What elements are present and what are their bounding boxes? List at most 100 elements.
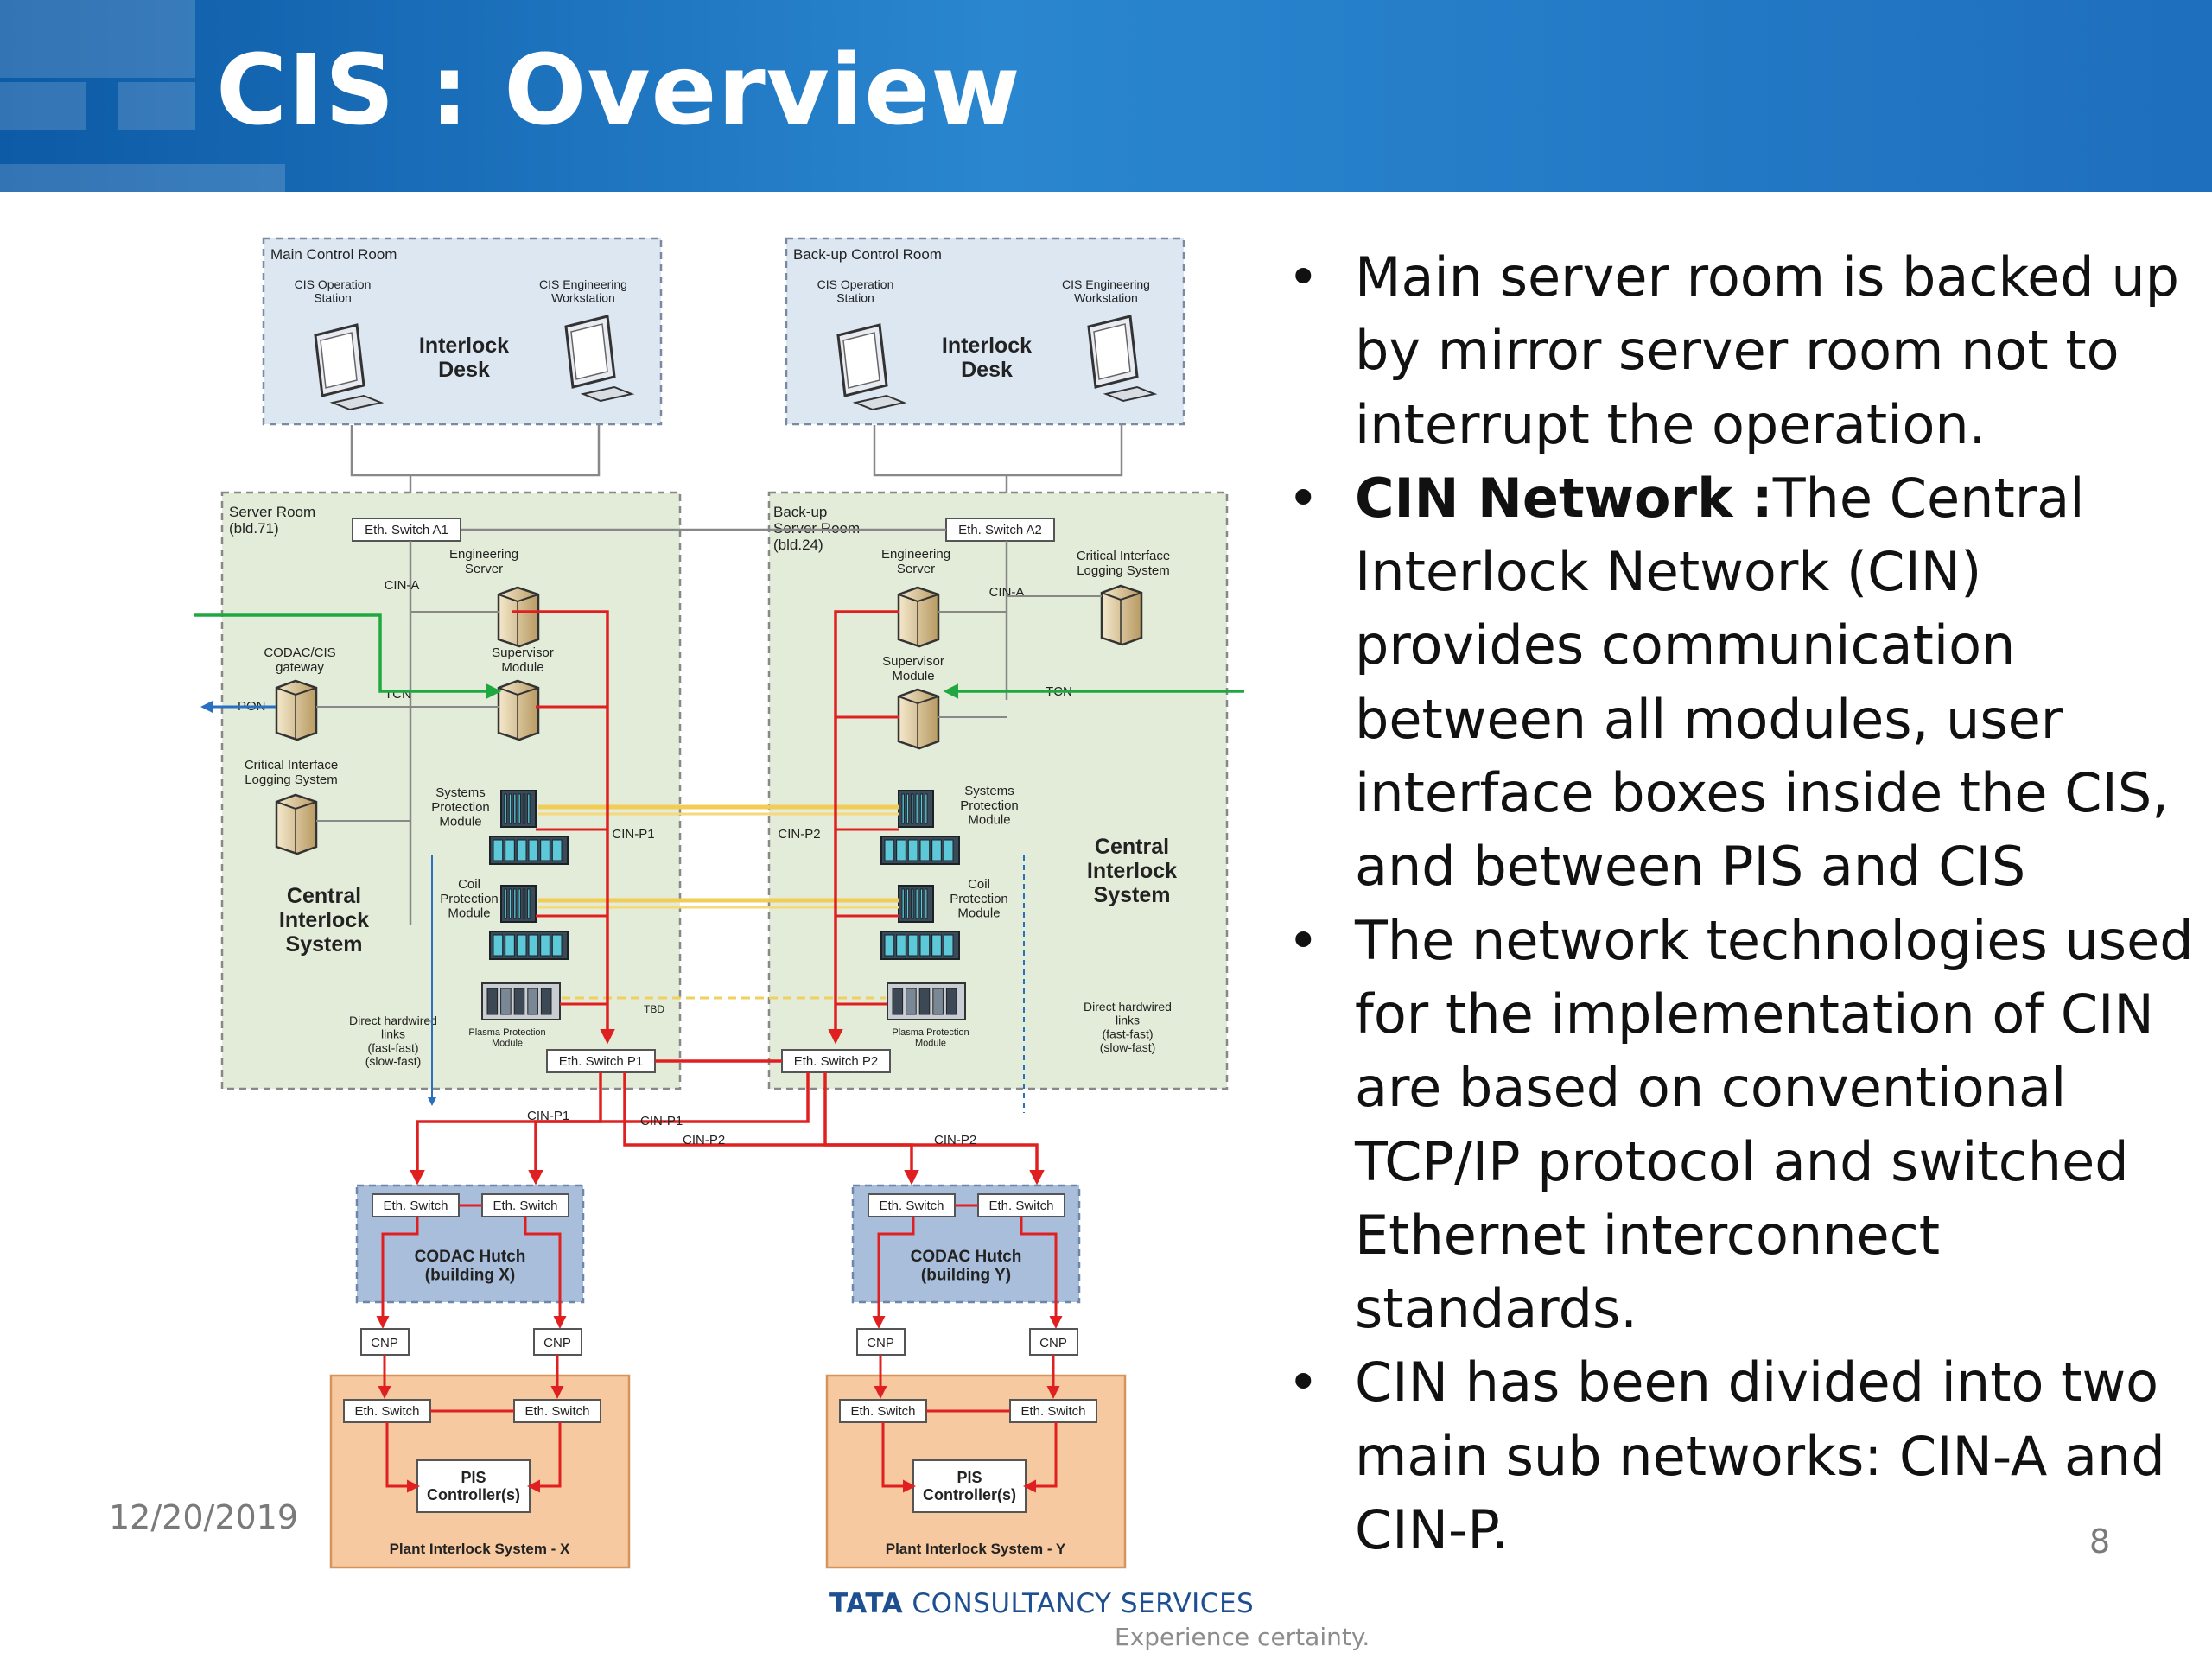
- bullet-dot: •: [1287, 908, 1319, 972]
- monitor-icon: [852, 394, 907, 411]
- bullet-list: •Main server room is backed up by mirror…: [1279, 240, 2195, 1567]
- cin-p-line: [410, 1072, 602, 1185]
- component-label: Coil: [458, 877, 480, 892]
- tcn-line: [194, 613, 502, 699]
- bullet-item: •Main server room is backed up by mirror…: [1279, 240, 2195, 461]
- eth-switch-label: Eth. Switch: [493, 1198, 557, 1213]
- server-room-label: (bld.71): [229, 520, 279, 537]
- cnp-label: CNP: [1039, 1336, 1067, 1351]
- rack-module-icon: [896, 839, 906, 861]
- component-label: Logging System: [1077, 563, 1170, 578]
- component-label: Engineering: [881, 547, 950, 562]
- slide-title: CIS : Overview: [216, 35, 1021, 147]
- station-label: CIS Engineering: [1062, 277, 1150, 291]
- server-room-label: (bld.24): [773, 537, 823, 553]
- monitor-icon: [329, 394, 385, 411]
- rack-module-icon: [906, 888, 910, 919]
- tcs-logo: TATA CONSULTANCY SERVICES Experience cer…: [830, 1588, 1370, 1651]
- pis-label: Plant Interlock System - X: [390, 1541, 570, 1557]
- station-label: Station: [836, 291, 874, 305]
- cin-p-line: [1020, 1217, 1063, 1329]
- component-label: Logging System: [245, 772, 338, 787]
- rack-module-icon: [504, 888, 507, 919]
- component-label: Module: [439, 815, 481, 830]
- monitor-icon: [842, 332, 880, 389]
- component-label: gateway: [276, 660, 324, 675]
- cin-p-line: [524, 1217, 567, 1329]
- eth-switch-box: [868, 1193, 956, 1217]
- codac-hutch-label: (building Y): [921, 1266, 1011, 1284]
- monitor-icon: [580, 385, 635, 403]
- component-label: CODAC/CIS: [264, 645, 335, 660]
- eth-switch-label: Eth. Switch: [383, 1198, 448, 1213]
- component-label: Protection: [440, 892, 499, 906]
- cnp-label: CNP: [371, 1336, 398, 1351]
- logo-brand: TATA: [830, 1588, 904, 1619]
- hardwired-label: (slow-fast): [1100, 1040, 1156, 1054]
- bullet-dot: •: [1287, 466, 1319, 530]
- station-label: CIS Operation: [817, 277, 894, 291]
- server-icon: [275, 679, 318, 741]
- cin-p-line: [828, 610, 899, 1045]
- rack-module-icon: [505, 839, 515, 861]
- eth-switch-box: [481, 1193, 569, 1217]
- server-icon: [897, 688, 940, 750]
- rack-module-icon: [907, 934, 918, 957]
- header-decor-block: [0, 0, 195, 78]
- bullet-text: The network technologies used for the im…: [1355, 908, 2194, 1341]
- cin-p-line: [623, 1072, 919, 1185]
- cin-p-line: [528, 1072, 810, 1185]
- rack-module-icon: [513, 888, 517, 919]
- rack-module-icon: [884, 839, 895, 861]
- plc-module-icon: [932, 988, 944, 1015]
- cnp-box: [360, 1328, 410, 1356]
- monitor-icon: [570, 323, 608, 380]
- rack-module-icon: [504, 793, 507, 824]
- component-label: Supervisor: [882, 654, 944, 669]
- plc-module-icon: [918, 988, 931, 1015]
- eth-switch-label: Eth. Switch: [988, 1198, 1053, 1213]
- eth-switch-box: [1009, 1399, 1097, 1423]
- pis-controller-box: [416, 1459, 531, 1513]
- logo-tagline: Experience certainty.: [1115, 1623, 1370, 1651]
- rack-module-icon: [540, 934, 550, 957]
- component-label: Plasma Protection: [468, 1027, 545, 1038]
- server-room-label: Back-up: [773, 504, 827, 520]
- control-room-label: Back-up Control Room: [793, 246, 942, 263]
- component-label: Module: [892, 669, 934, 683]
- server-icon: [497, 679, 540, 741]
- eth-switch-box: [839, 1399, 927, 1423]
- plc-module-icon: [892, 988, 904, 1015]
- network-label: CIN-P1: [612, 827, 654, 842]
- hardwired-label: (fast-fast): [367, 1040, 418, 1054]
- pis-controller-label: PIS: [461, 1469, 486, 1486]
- server-icon: [1100, 584, 1143, 646]
- hardwired-label: (slow-fast): [365, 1054, 422, 1068]
- eth-switch-label: Eth. Switch: [850, 1404, 915, 1419]
- plc-module-icon: [906, 988, 917, 1015]
- header-decor-block: [118, 82, 195, 130]
- central-interlock-label: System: [286, 932, 363, 957]
- rack-module-icon: [551, 934, 563, 957]
- plc-module-icon: [486, 988, 499, 1015]
- logo-text: TATA CONSULTANCY SERVICES: [830, 1588, 1254, 1619]
- rack-module-icon: [943, 934, 954, 957]
- plc-module-icon: [945, 988, 957, 1015]
- plc-module-icon: [513, 988, 525, 1015]
- network-label: CIN-A: [989, 585, 1025, 600]
- codac-hutch-label: CODAC Hutch: [911, 1248, 1022, 1266]
- network-label: CIN-P2: [683, 1133, 725, 1147]
- rack-module-icon: [896, 934, 906, 957]
- rack-module-icon: [931, 934, 942, 957]
- rack-module-icon: [551, 839, 563, 861]
- component-label: Module: [492, 1038, 523, 1048]
- rack-module-icon: [528, 934, 539, 957]
- component-label: Protection: [950, 892, 1008, 906]
- component-label: Supervisor: [492, 645, 554, 660]
- component-label: Module: [448, 906, 490, 921]
- monitor-icon: [320, 332, 358, 389]
- rack-module-icon: [522, 888, 526, 919]
- eth-switch-box: [546, 1049, 656, 1073]
- cnp-label: CNP: [867, 1336, 894, 1351]
